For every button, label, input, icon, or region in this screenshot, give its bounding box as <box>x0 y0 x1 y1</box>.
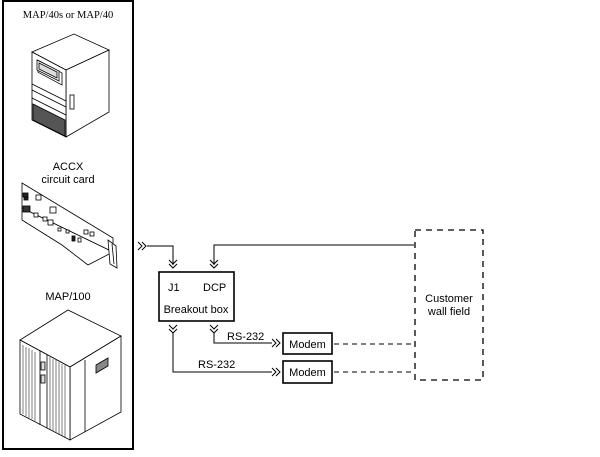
rs232-label-2: RS-232 <box>198 359 235 371</box>
chevron-connector-icon <box>271 367 281 377</box>
chevron-connector-icon <box>209 324 219 334</box>
wall-field-label-line1: Customer <box>425 293 473 305</box>
wallfield-to-dcp-line <box>213 244 414 265</box>
breakout-box <box>158 271 235 322</box>
rs232-link-2 <box>172 333 272 373</box>
rs232-link-1 <box>213 333 272 344</box>
chevron-connector-icon <box>168 259 178 269</box>
cabinet-server-icon <box>19 309 122 441</box>
chevron-connector-icon <box>137 241 147 251</box>
customer-wall-field <box>414 229 484 381</box>
port-j1-label: J1 <box>168 282 180 294</box>
port-dcp-label: DCP <box>203 282 226 294</box>
card-to-j1-line <box>147 245 174 265</box>
modem-1-label: Modem <box>289 339 326 351</box>
chevron-connector-icon <box>271 338 281 348</box>
map100-label: MAP/100 <box>45 291 90 303</box>
accx-label-line1: ACCX <box>53 161 84 173</box>
rs232-label-1: RS-232 <box>227 331 264 343</box>
accx-label-line2: circuit card <box>41 174 94 186</box>
modem-1 <box>282 332 333 355</box>
wall-field-label-line2: wall field <box>427 306 470 318</box>
chevron-connector-icon <box>209 259 219 269</box>
map40-label: MAP/40s or MAP/40 <box>23 10 113 21</box>
modem-2 <box>282 360 333 384</box>
breakout-box-label: Breakout box <box>164 304 229 316</box>
modem-2-label: Modem <box>289 367 326 379</box>
tower-server-icon <box>31 33 110 138</box>
circuit-card-icon <box>21 182 118 269</box>
chevron-connector-icon <box>168 324 178 334</box>
